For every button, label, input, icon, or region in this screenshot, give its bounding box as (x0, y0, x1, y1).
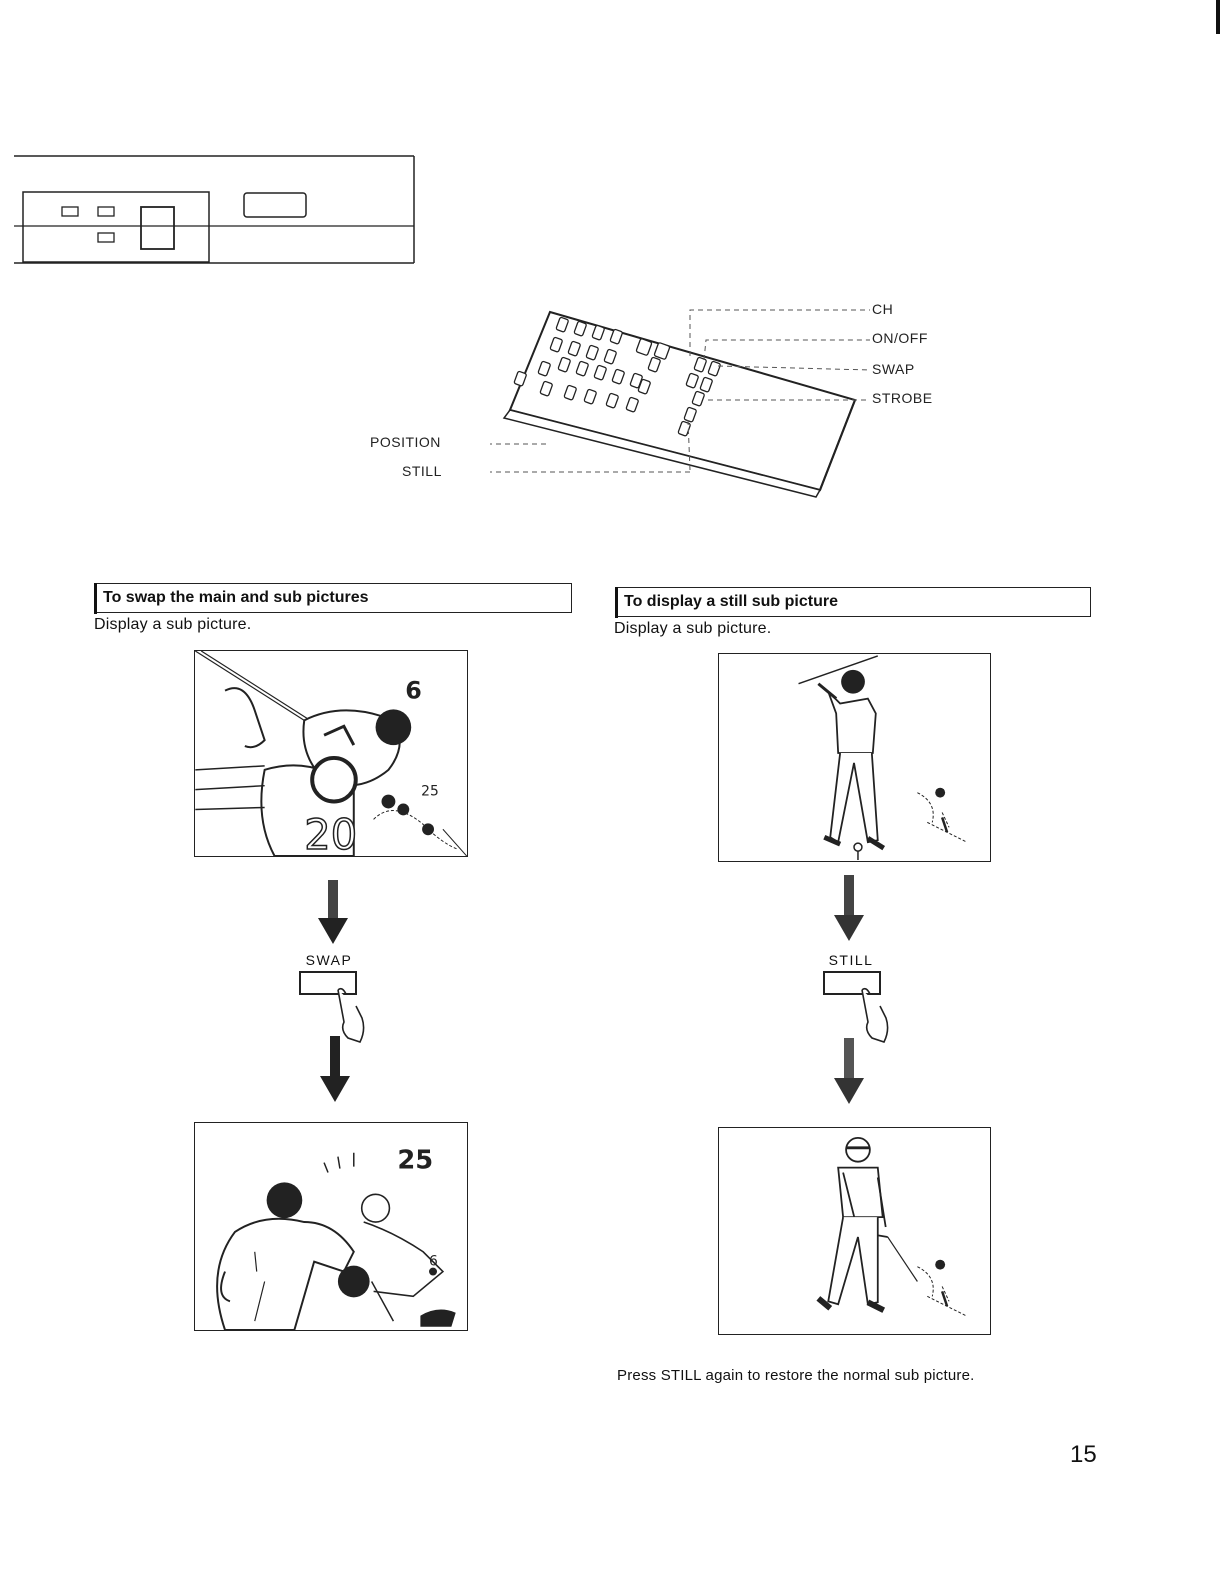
still-section-heading-text: To display a still sub picture (624, 593, 838, 610)
swap-section-heading: To swap the main and sub pictures (94, 583, 572, 613)
right-edge-mark (1216, 0, 1220, 34)
bottom-frame-number: 25 (397, 1146, 433, 1176)
down-arrow-icon (320, 1036, 350, 1102)
swap-label: SWAP (872, 361, 915, 377)
bottom-frame-sub-number: 6 (429, 1254, 438, 1270)
swap-section-intro: Display a sub picture. (94, 616, 251, 634)
swap-button-press-icon (298, 970, 368, 1045)
remote-control-illustration (490, 300, 880, 500)
on-off-label: ON/OFF (872, 330, 928, 346)
strobe-label: STROBE (872, 390, 933, 406)
ch-label: CH (872, 301, 893, 317)
page-number: 15 (1070, 1441, 1097, 1469)
still-section-heading: To display a still sub picture (615, 587, 1091, 617)
heading-bar (94, 583, 97, 614)
down-arrow-icon (834, 875, 864, 941)
swap-after-frame: 25 6 (194, 1122, 468, 1331)
position-label: POSITION (370, 434, 441, 450)
still-label: STILL (402, 463, 442, 479)
heading-bar (615, 587, 618, 618)
top-frame-number: 6 (405, 677, 422, 705)
swap-before-frame: 20 6 25 (194, 650, 468, 857)
svg-text:20: 20 (304, 810, 357, 856)
top-frame-sub-number: 25 (421, 784, 439, 800)
still-button-press-icon (822, 970, 892, 1045)
down-arrow-icon (318, 880, 348, 944)
unit-panel-illustration (14, 153, 416, 265)
swap-section-heading-text: To swap the main and sub pictures (103, 589, 369, 606)
down-arrow-icon (834, 1038, 864, 1104)
still-after-frame (718, 1127, 991, 1335)
still-footer-note: Press STILL again to restore the normal … (617, 1367, 975, 1384)
swap-button-label: SWAP (294, 952, 364, 968)
still-button-label: STILL (816, 952, 886, 968)
still-before-frame (718, 653, 991, 862)
still-section-intro: Display a sub picture. (614, 620, 771, 638)
